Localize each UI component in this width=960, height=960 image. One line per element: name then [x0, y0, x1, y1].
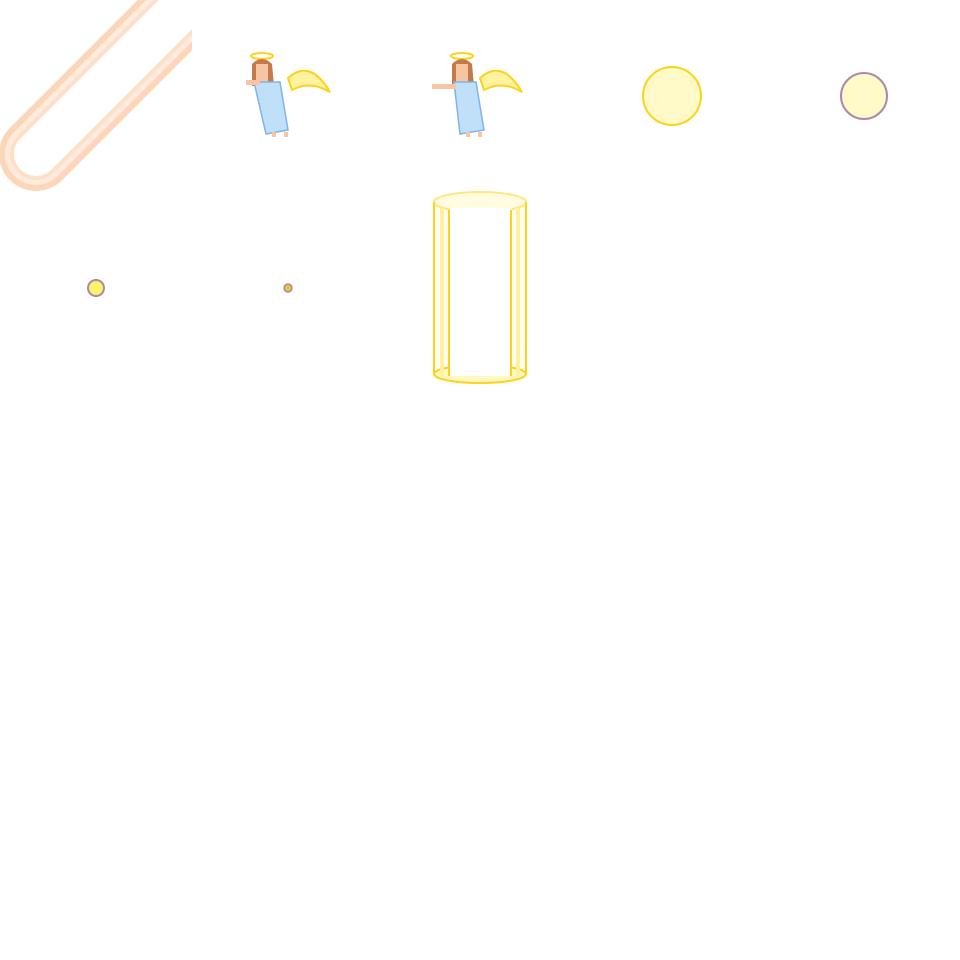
angel-sprite-frame-1: [246, 52, 331, 137]
light-beam-sprite: [0, 0, 192, 191]
angel-wing-icon: [286, 69, 331, 93]
angel-sprite-frame-2: [432, 52, 523, 137]
light-pillar-sprite: [433, 191, 527, 384]
glow-orb-outlined: [840, 72, 888, 120]
angel-wing-icon: [478, 69, 523, 93]
glow-orb-large: [642, 66, 702, 126]
glow-orb-tiny: [283, 283, 293, 293]
glow-orb-small: [87, 279, 105, 297]
